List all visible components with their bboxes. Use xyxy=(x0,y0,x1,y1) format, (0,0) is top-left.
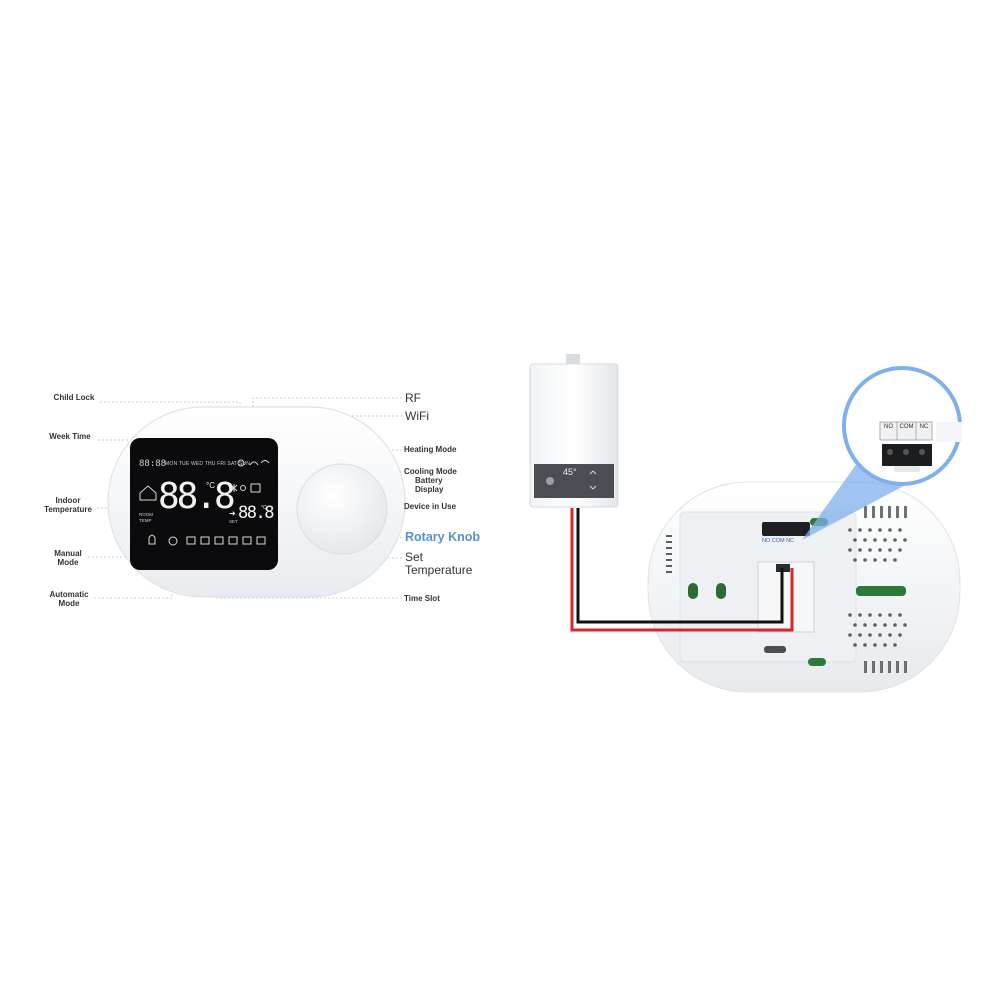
boiler xyxy=(529,354,619,508)
lcd-set-arrow: ➜ xyxy=(229,509,236,518)
lcd-set-label: SET xyxy=(229,519,238,524)
terminal-zoom xyxy=(879,421,962,472)
callout-rotary-knob: Rotary Knob xyxy=(405,530,480,544)
callout-device-in-use: Device in Use xyxy=(404,502,457,511)
callout-battery-display: Battery Display xyxy=(415,476,444,494)
callout-heating-mode: Heating Mode xyxy=(404,445,457,454)
terminal-com-label: COM xyxy=(899,424,914,430)
callout-time-slot: Time Slot xyxy=(404,594,440,603)
callout-wifi: WiFi xyxy=(405,409,429,423)
callout-indoor-temperature: Indoor Temperature xyxy=(44,496,92,514)
callout-rf: RF xyxy=(405,391,421,405)
callout-week-time: Week Time xyxy=(49,432,91,441)
terminal-nc-label: NC xyxy=(919,424,929,430)
boiler-display-temp: 45° xyxy=(563,467,577,477)
wiring-diagram xyxy=(529,354,962,693)
terminal-no-label: NO xyxy=(884,424,893,430)
thermostat-back xyxy=(647,481,961,693)
lcd-room-temp: 88.8 xyxy=(158,476,236,517)
callout-set-temperature: Set Temperature xyxy=(405,550,473,577)
terminal-back-label: NO COM NC xyxy=(762,538,795,544)
callout-automatic-mode: Automatic Mode xyxy=(49,590,89,608)
callout-cooling-mode: Cooling Mode xyxy=(404,467,457,476)
rotary-knob xyxy=(296,463,388,555)
lcd-set-temp: 88.8 xyxy=(238,503,274,523)
lcd-room-unit: °C xyxy=(206,481,215,490)
callout-child-lock: Child Lock xyxy=(53,393,95,402)
lcd-days: MON TUE WED THU FRI SAT SUN xyxy=(165,461,251,467)
lcd-clock: 88:88 xyxy=(139,459,167,469)
lcd-screen xyxy=(130,438,278,570)
lcd-set-unit: °C xyxy=(261,505,267,511)
lcd-room-label: ROOM TEMP xyxy=(139,512,153,523)
callout-manual-mode: Manual Mode xyxy=(54,549,82,567)
thermostat-front xyxy=(107,406,406,598)
